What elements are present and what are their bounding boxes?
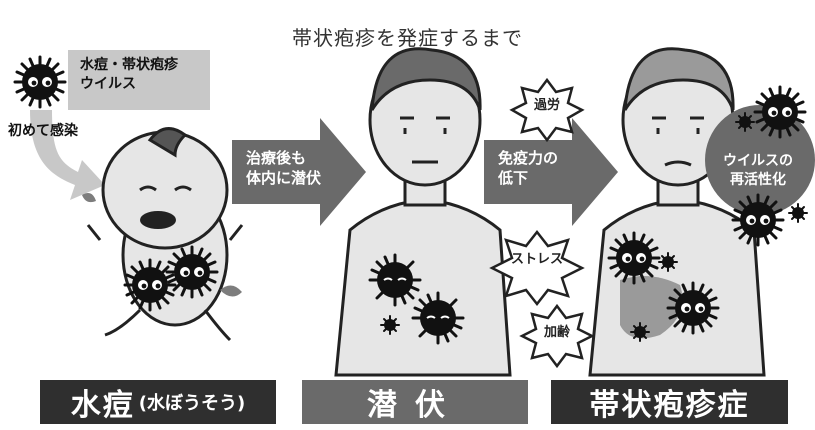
virus-icon: [13, 55, 67, 109]
tear-drop-icon: [82, 193, 96, 203]
arrow-latent-label: 治療後も 体内に潜伏: [246, 148, 321, 188]
virus-icon: [123, 258, 177, 312]
virus-icon: [788, 203, 808, 223]
virus-icon: [630, 322, 650, 342]
burst-shapes: [489, 77, 595, 369]
factor-fatigue: 過労: [533, 98, 560, 113]
arrow-latent-line1: 治療後も: [246, 149, 307, 167]
virus-icon: [380, 315, 400, 335]
arrow-immunity-line1: 免疫力の: [498, 149, 559, 167]
arrow-immunity-label: 免疫力の 低下: [498, 148, 558, 188]
stage-latent-banner: 潜伏: [302, 380, 528, 424]
rash-area: [620, 276, 683, 339]
virus-label-line2: ウイルス: [80, 76, 136, 92]
tear-drop-icon: [220, 285, 242, 297]
stage-varicella-banner: 水痘(水ぼうそう): [40, 380, 276, 424]
stage-shingles-title: 帯状疱疹症: [589, 388, 750, 423]
virus-icon: [411, 291, 465, 345]
arrow-latent: [232, 118, 366, 226]
infection-arrow: [30, 110, 105, 200]
stage-varicella-title: 水痘: [70, 388, 135, 423]
virus-icon: [753, 85, 807, 139]
stage-latent-title: 潜伏: [367, 388, 463, 423]
factor-aging: 加齢: [543, 325, 570, 340]
virus-icon: [658, 252, 678, 272]
virus-label-line1: 水痘・帯状疱疹: [80, 57, 178, 73]
virus-icon: [666, 281, 720, 335]
virus-label: 水痘・帯状疱疹 ウイルス: [80, 56, 178, 94]
reactivation-line2: 再活性化: [730, 172, 786, 188]
virus-icon: [607, 231, 661, 285]
reactivation-label: ウイルスの 再活性化: [706, 152, 810, 190]
baby-figure: [86, 127, 244, 342]
arrow-immunity: [484, 118, 618, 226]
first-infection-label: 初めて感染: [8, 123, 78, 139]
virus-icon: [735, 112, 755, 132]
virus-icon: [731, 193, 785, 247]
virus-label-box: [68, 50, 210, 110]
arrow-latent-line2: 体内に潜伏: [246, 169, 322, 187]
virus-icon: [368, 253, 422, 307]
virus-icon: [165, 245, 219, 299]
young-man-figure: [334, 47, 512, 377]
reactivation-line1: ウイルスの: [723, 153, 793, 169]
factor-stress: ストレス: [510, 252, 563, 267]
page-title: 帯状疱疹を発症するまで: [292, 26, 523, 50]
stage-varicella-reading: (水ぼうそう): [138, 393, 246, 414]
stage-shingles-banner: 帯状疱疹症: [551, 380, 788, 424]
arrow-immunity-line2: 低下: [498, 169, 529, 187]
